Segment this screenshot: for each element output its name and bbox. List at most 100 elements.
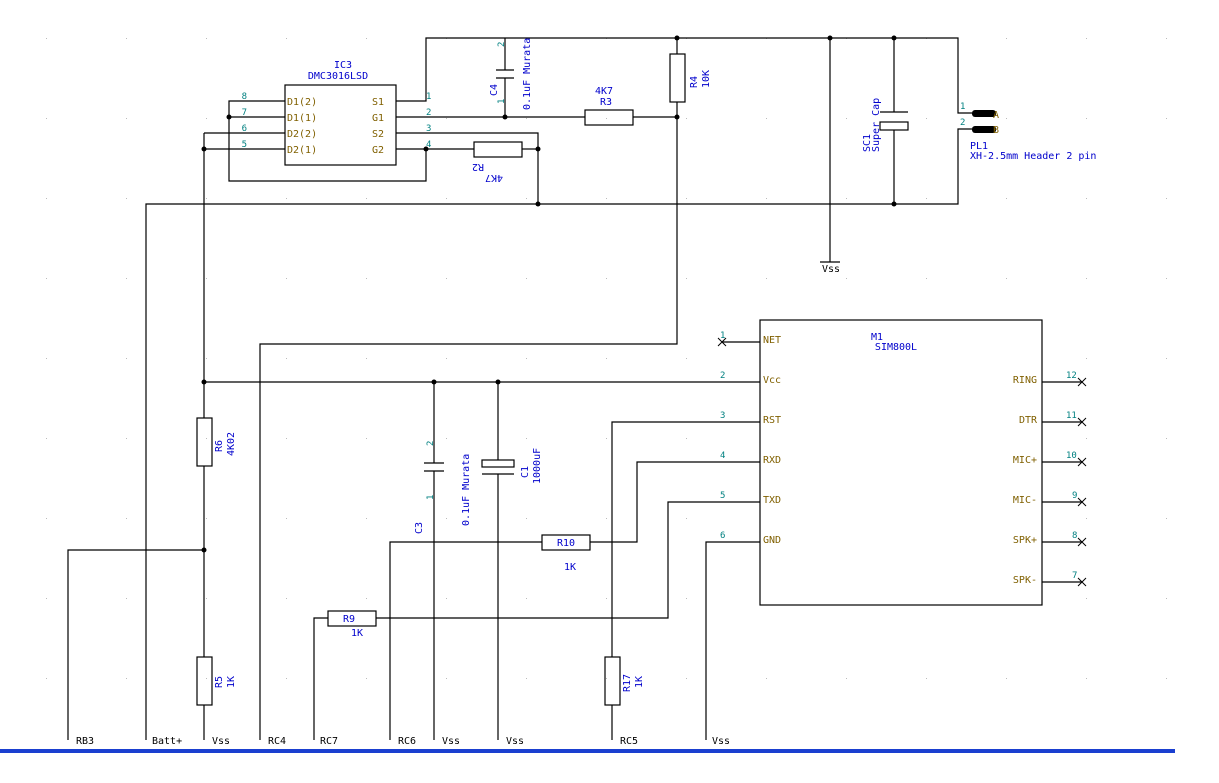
bus-label-rc6: RC6 bbox=[398, 736, 416, 747]
r10-resistor[interactable]: R10 1K bbox=[541, 534, 591, 573]
c1-capacitor[interactable]: C1 1000uF bbox=[481, 448, 543, 484]
m1-pin10-name: MIC+ bbox=[1013, 455, 1037, 466]
r9-ref: R9 bbox=[343, 614, 355, 625]
grid-dot bbox=[206, 518, 207, 519]
grid-dot bbox=[446, 198, 447, 199]
c3-capacitor[interactable]: 2 1 C3 0.1uF Murata bbox=[414, 441, 472, 534]
grid-dot bbox=[686, 678, 687, 679]
grid-dot bbox=[1166, 198, 1167, 199]
grid-dot bbox=[766, 278, 767, 279]
grid-dot bbox=[286, 358, 287, 359]
c4-pin1: 1 bbox=[497, 99, 507, 104]
grid-dot bbox=[926, 198, 927, 199]
r10-ref: R10 bbox=[557, 538, 575, 549]
grid-dot bbox=[846, 678, 847, 679]
grid-dot bbox=[126, 38, 127, 39]
ic3-component[interactable]: IC3 DMC3016LSD 8 D1(2) 7 D1(1) 6 D2(2) 5… bbox=[242, 60, 432, 166]
pl1-header[interactable]: 1 2 A B PL1 XH-2.5mm Header 2 pin bbox=[960, 102, 1096, 162]
bus-label-rc5: RC5 bbox=[620, 736, 638, 747]
grid-dot bbox=[1086, 118, 1087, 119]
grid-dot bbox=[1086, 38, 1087, 39]
grid-dot bbox=[46, 118, 47, 119]
grid-dot bbox=[366, 438, 367, 439]
grid-dot bbox=[526, 118, 527, 119]
c3-value: 0.1uF Murata bbox=[461, 454, 472, 526]
r9-resistor[interactable]: R9 1K bbox=[327, 610, 377, 639]
grid-dot bbox=[1166, 278, 1167, 279]
grid-dot bbox=[606, 278, 607, 279]
grid-dot bbox=[686, 198, 687, 199]
grid-dot bbox=[1006, 678, 1007, 679]
grid-dot bbox=[686, 118, 687, 119]
grid-dot bbox=[206, 438, 207, 439]
r6-resistor[interactable]: R6 4K02 bbox=[196, 417, 237, 467]
m1-pin1-name: NET bbox=[763, 335, 781, 346]
grid-dot bbox=[606, 198, 607, 199]
grid-dot bbox=[286, 678, 287, 679]
ic3-pin6-num: 6 bbox=[242, 124, 247, 134]
m1-pin5-num: 5 bbox=[720, 491, 725, 501]
grid-dot bbox=[1006, 198, 1007, 199]
grid-dot bbox=[846, 118, 847, 119]
r17-resistor[interactable]: R17 1K bbox=[604, 656, 645, 706]
c3-ref: C3 bbox=[414, 522, 425, 534]
r9-value: 1K bbox=[351, 628, 363, 639]
grid-dot bbox=[606, 678, 607, 679]
r5-value: 1K bbox=[226, 676, 237, 688]
grid-dot bbox=[46, 518, 47, 519]
grid-dot bbox=[286, 198, 287, 199]
m1-pin7-name: SPK- bbox=[1013, 575, 1037, 586]
ic3-pin4-num: 4 bbox=[426, 140, 431, 150]
grid-dot bbox=[366, 278, 367, 279]
pl1-ref: PL1 bbox=[970, 141, 988, 152]
grid-dot bbox=[1086, 518, 1087, 519]
r17-ref: R17 bbox=[622, 674, 633, 692]
grid-dot bbox=[1166, 518, 1167, 519]
grid-dot bbox=[926, 278, 927, 279]
r4-resistor[interactable]: R4 10K bbox=[669, 53, 712, 103]
grid-dot bbox=[206, 278, 207, 279]
c4-value: 0.1uF Murata bbox=[522, 38, 533, 110]
c1-value: 1000uF bbox=[532, 448, 543, 484]
grid-dot bbox=[206, 358, 207, 359]
grid-dot bbox=[126, 598, 127, 599]
grid-dot bbox=[526, 518, 527, 519]
m1-pin5-name: TXD bbox=[763, 495, 781, 506]
c4-pin2: 2 bbox=[497, 42, 507, 47]
ic3-value: DMC3016LSD bbox=[308, 71, 368, 82]
grid-dot bbox=[46, 678, 47, 679]
grid-dot bbox=[686, 358, 687, 359]
m1-module[interactable]: M1 SIM800L 1 NET 2 Vcc 3 RST 4 RXD 5 TXD… bbox=[720, 319, 1082, 606]
vss-top-label: Vss bbox=[822, 264, 840, 275]
m1-ref: M1 bbox=[871, 332, 883, 343]
grid-dot bbox=[126, 438, 127, 439]
grid-dot bbox=[46, 38, 47, 39]
grid-dot bbox=[926, 118, 927, 119]
r17-value: 1K bbox=[634, 676, 645, 688]
r5-resistor[interactable]: R5 1K bbox=[196, 656, 237, 706]
grid-dot bbox=[606, 358, 607, 359]
r3-resistor[interactable]: 4K7 R3 bbox=[584, 86, 634, 126]
r10-value: 1K bbox=[564, 562, 576, 573]
no-connect-markers bbox=[717, 337, 1087, 587]
m1-value: SIM800L bbox=[875, 342, 917, 353]
sc1-supercap[interactable]: SC1 Super Cap bbox=[862, 98, 909, 152]
c1-ref: C1 bbox=[520, 466, 531, 478]
grid-dot bbox=[286, 38, 287, 39]
m1-pin7-num: 7 bbox=[1072, 571, 1077, 581]
r3-ref: R3 bbox=[600, 97, 612, 108]
bus-label-rb3: RB3 bbox=[76, 736, 94, 747]
r2-resistor[interactable]: R2 4K7 bbox=[472, 141, 523, 183]
m1-pin8-num: 8 bbox=[1072, 531, 1077, 541]
m1-pin11-name: DTR bbox=[1019, 415, 1038, 426]
pl1-pin1: 1 bbox=[960, 102, 965, 112]
c3-pin1: 1 bbox=[426, 495, 436, 500]
grid-dot bbox=[446, 598, 447, 599]
c4-capacitor[interactable]: 2 1 C4 0.1uF Murata bbox=[489, 38, 533, 110]
grid-dot bbox=[1166, 438, 1167, 439]
pl1-label-a: A bbox=[993, 110, 999, 121]
r4-value: 10K bbox=[701, 70, 712, 88]
grid-dot bbox=[206, 118, 207, 119]
grid-dot bbox=[46, 358, 47, 359]
grid-dot bbox=[126, 118, 127, 119]
